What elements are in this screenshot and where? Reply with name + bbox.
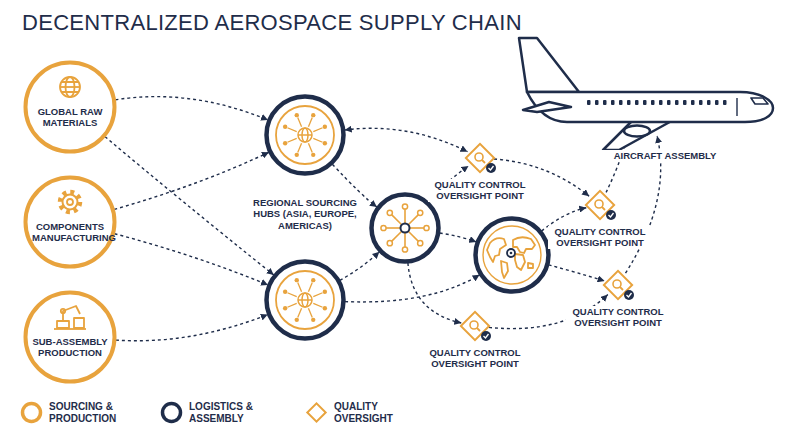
legend-swatch [20,401,43,424]
oversight-label: QUALITY CONTROL OVERSIGHT POINT [548,226,652,249]
legend-label: QUALITY OVERSIGHT [334,401,416,425]
sourcing-circle: COMPONENTS MANUFACTURING [23,175,117,269]
quality-diamond-outline [603,270,633,300]
hub-circle [264,259,346,341]
quality-diamond: QUALITY CONTROL OVERSIGHT POINT [585,190,615,220]
node-label: COMPONENTS MANUFACTURING [32,221,108,244]
dashed-connector [340,252,380,281]
global-logistics-circle [473,216,551,294]
legend-label: SOURCING & PRODUCTION [49,401,131,425]
dashed-connector [549,265,605,281]
diagram-title: DECENTRALIZED AEROSPACE SUPPLY CHAIN [22,10,522,36]
dashed-connector [115,97,268,120]
dashed-connector [345,275,480,302]
aircraft-illustration [515,32,775,136]
logistics-circle-outline [369,192,441,264]
node-label: GLOBAL RAW MATERIALS [32,106,108,129]
oversight-label: QUALITY CONTROL OVERSIGHT POINT [423,347,527,370]
sourcing-circle: GLOBAL RAW MATERIALS [23,60,117,154]
group-label: REGIONAL SOURCING HUBS (ASIA, EUROPE, AM… [251,197,359,231]
dashed-connector [115,234,269,285]
dashed-connector [114,152,269,209]
aircraft-node: AIRCRAFT ASSEMBLY [515,32,775,136]
quality-diamond: QUALITY CONTROL OVERSIGHT POINT [460,311,490,341]
hub-circle-outline [264,259,346,341]
oversight-label: QUALITY CONTROL OVERSIGHT POINT [566,306,670,329]
global-logistics-circle-outline [473,216,551,294]
hub-circle-outline [264,94,346,176]
quality-diamond-outline [585,190,615,220]
legend-swatch [160,401,183,424]
node-label: SUB-ASSEMBLY PRODUCTION [32,336,108,359]
dashed-connector [345,128,468,151]
aircraft-label: AIRCRAFT ASSEMBLY [588,150,742,161]
quality-diamond: QUALITY CONTROL OVERSIGHT POINT [603,270,633,300]
logistics-circle [369,192,441,264]
legend-swatch [305,401,328,424]
dashed-connector [408,263,461,323]
quality-diamond: QUALITY CONTROL OVERSIGHT POINT [465,143,495,173]
sourcing-circle: SUB-ASSEMBLY PRODUCTION [23,290,117,384]
legend-label: LOGISTICS & ASSEMBLY [189,401,271,425]
quality-diamond-outline [460,311,490,341]
quality-diamond-outline [465,143,495,173]
hub-circle [264,94,346,176]
dashed-connector [116,315,268,341]
dashed-connector [440,233,477,242]
dashed-connector [105,137,274,275]
oversight-label: QUALITY CONTROL OVERSIGHT POINT [428,179,532,202]
